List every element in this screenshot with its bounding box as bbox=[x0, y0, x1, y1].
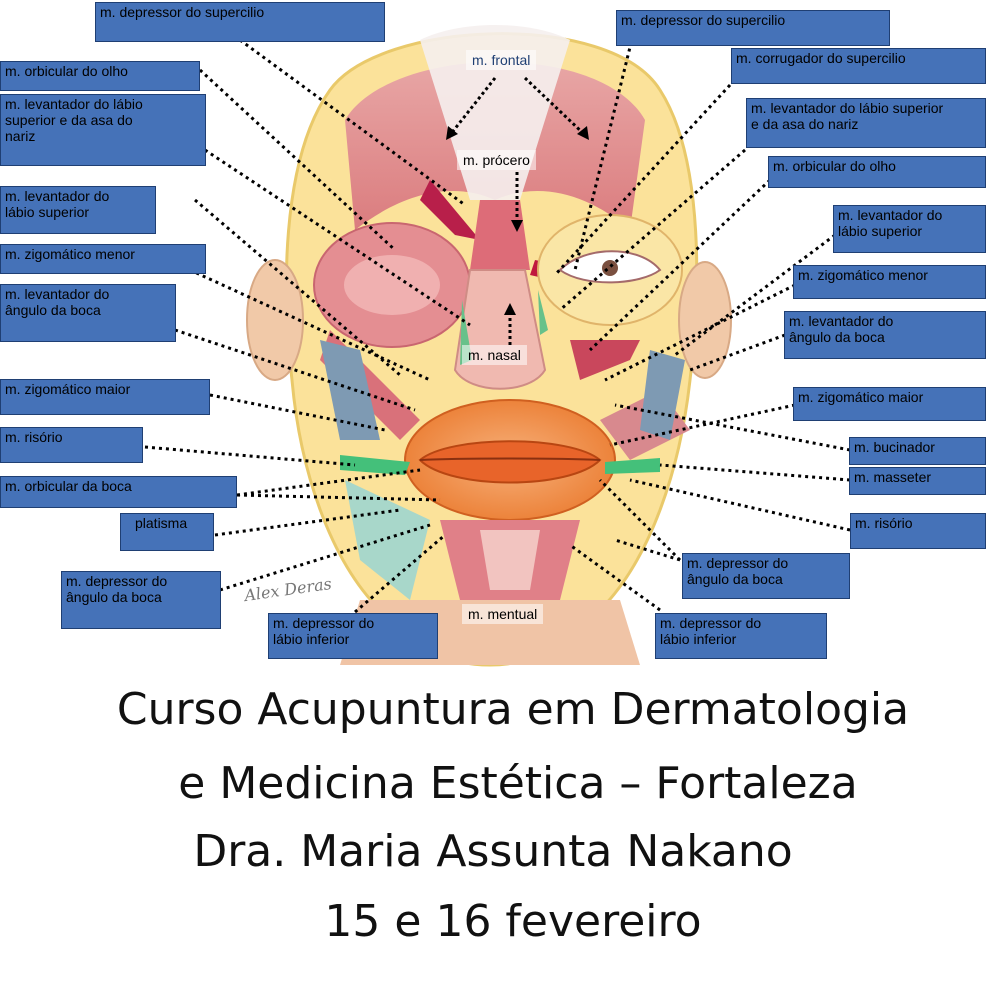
cheek-right bbox=[570, 340, 640, 380]
caption-line-4: 15 e 16 fevereiro bbox=[324, 896, 702, 947]
risorius-right bbox=[605, 458, 660, 474]
label-left-zigomatico-maior: m. zigomático maior bbox=[0, 379, 210, 415]
label-left-platisma: platisma bbox=[120, 513, 214, 551]
arrow-lines bbox=[448, 76, 587, 345]
label-left-zigomatico-menor: m. zigomático menor bbox=[0, 244, 206, 274]
corrugator-left bbox=[420, 180, 480, 240]
caption-line-3: Dra. Maria Assunta Nakano bbox=[193, 826, 793, 877]
left-ear bbox=[246, 259, 304, 381]
label-right-levantador-labio-superior: m. levantador do lábio superior bbox=[833, 205, 986, 253]
label-frontal: m. frontal bbox=[466, 50, 537, 70]
label-left-depressor-supercilio: m. depressor do supercilio bbox=[95, 2, 385, 42]
label-right-depressor-angulo-boca: m. depressor do ângulo da boca bbox=[682, 553, 850, 599]
label-right-risorio: m. risório bbox=[850, 513, 986, 549]
label-mentual: m. mentual bbox=[462, 604, 544, 624]
label-right-levantador-angulo-boca: m. levantador do ângulo da boca bbox=[784, 311, 986, 359]
label-right-levantador-labio-asa-nariz: m. levantador do lábio superior e da asa… bbox=[746, 98, 986, 148]
label-left-levantador-angulo-boca: m. levantador do ângulo da boca bbox=[0, 284, 176, 342]
label-right-zigomatico-menor: m. zigomático menor bbox=[793, 265, 986, 299]
label-right-orbicular-olho: m. orbicular do olho bbox=[768, 156, 986, 188]
label-right-depressor-labio-inferior: m. depressor do lábio inferior bbox=[655, 613, 827, 659]
label-left-orbicular-boca: m. orbicular da boca bbox=[0, 476, 237, 508]
mentalis bbox=[480, 530, 540, 590]
right-ear bbox=[678, 261, 732, 379]
label-procero: m. prócero bbox=[457, 150, 536, 170]
platisma-left bbox=[345, 480, 430, 600]
label-left-levantador-labio-superior: m. levantador do lábio superior bbox=[0, 186, 156, 234]
label-right-corrugador-supercilio: m. corrugador do supercilio bbox=[731, 48, 986, 84]
caption-line-2: e Medicina Estética – Fortaleza bbox=[178, 758, 858, 809]
orbicular-eye-left-inner bbox=[344, 255, 440, 315]
label-right-bucinador: m. bucinador bbox=[849, 437, 986, 465]
label-right-depressor-supercilio: m. depressor do supercilio bbox=[616, 10, 890, 46]
label-left-orbicular-olho: m. orbicular do olho bbox=[0, 61, 200, 91]
leader-lines bbox=[144, 34, 851, 614]
risorius-left bbox=[340, 455, 410, 475]
label-nasal: m. nasal bbox=[462, 345, 527, 365]
label-left-depressor-angulo-boca: m. depressor do ângulo da boca bbox=[61, 571, 221, 629]
caption-line-1: Curso Acupuntura em Dermatologia bbox=[116, 684, 910, 735]
procero-muscle bbox=[470, 200, 530, 270]
arrow-heads bbox=[446, 126, 589, 315]
label-left-levantador-labio-asa-nariz: m. levantador do lábio superior e da asa… bbox=[0, 94, 206, 166]
label-left-depressor-labio-inferior: m. depressor do lábio inferior bbox=[268, 613, 438, 659]
masseter-left bbox=[320, 340, 380, 440]
masseter-right bbox=[640, 350, 685, 440]
label-left-risorio: m. risório bbox=[0, 427, 143, 463]
label-right-masseter: m. masseter bbox=[849, 467, 986, 495]
label-right-zigomatico-maior: m. zigomático maior bbox=[793, 387, 986, 421]
